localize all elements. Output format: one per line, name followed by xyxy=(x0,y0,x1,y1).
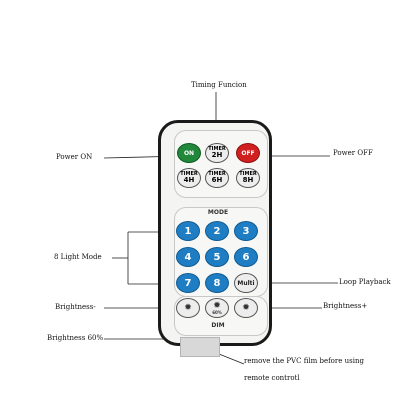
brightness-plus-button[interactable]: ✹ xyxy=(234,298,258,318)
brightness-minus-button[interactable]: ✹ xyxy=(176,298,200,318)
brightness-plus-callout: Brightness+ xyxy=(323,302,368,310)
timer-word: TIMER xyxy=(180,171,198,177)
mode-5-button[interactable]: 5 xyxy=(205,247,229,267)
timer-4h-button[interactable]: TIMER 4H xyxy=(177,168,201,188)
on-button[interactable]: ON xyxy=(177,143,201,163)
film-callout-line1: remove the PVC film before using xyxy=(244,357,364,365)
timer-word: TIMER xyxy=(208,146,226,152)
brightness-60-callout: Brightness 60% xyxy=(47,334,104,342)
timer-8h-button[interactable]: TIMER 8H xyxy=(236,168,260,188)
loop-playback-callout: Loop Playback xyxy=(339,278,391,286)
sun-icon: ✹ xyxy=(184,302,192,313)
brightness-60-button[interactable]: ✹ 60% xyxy=(205,298,229,318)
multi-button[interactable]: Multi xyxy=(234,273,258,293)
mode-7-button[interactable]: 7 xyxy=(176,273,200,293)
light-mode-callout: 8 Light Mode xyxy=(54,253,102,261)
timer-value: 4H xyxy=(183,176,195,184)
timing-function-callout: Timing Funcion xyxy=(191,81,247,89)
mode-6-button[interactable]: 6 xyxy=(234,247,258,267)
dim-label: DIM xyxy=(211,322,225,329)
pvc-film xyxy=(180,337,220,357)
brightness-minus-callout: Brightness- xyxy=(55,303,96,311)
timer-word: TIMER xyxy=(208,171,226,177)
timer-word: TIMER xyxy=(239,171,257,177)
timer-6h-button[interactable]: TIMER 6H xyxy=(205,168,229,188)
mode-4-button[interactable]: 4 xyxy=(176,247,200,267)
power-off-callout: Power OFF xyxy=(333,149,373,157)
film-callout-line2: remote controtl xyxy=(244,374,300,382)
percent-label: 60% xyxy=(212,309,222,315)
off-button[interactable]: OFF xyxy=(236,143,260,163)
mode-3-button[interactable]: 3 xyxy=(234,221,258,241)
timer-2h-button[interactable]: TIMER 2H xyxy=(205,143,229,163)
timer-value: 2H xyxy=(211,151,223,159)
power-on-callout: Power ON xyxy=(56,153,93,161)
mode-2-button[interactable]: 2 xyxy=(205,221,229,241)
mode-8-button[interactable]: 8 xyxy=(205,273,229,293)
timer-value: 6H xyxy=(211,176,223,184)
mode-label: MODE xyxy=(207,209,229,216)
sun-icon: ✹ xyxy=(213,300,221,311)
mode-1-button[interactable]: 1 xyxy=(176,221,200,241)
timer-value: 8H xyxy=(242,176,254,184)
sun-icon: ✹ xyxy=(242,302,250,313)
